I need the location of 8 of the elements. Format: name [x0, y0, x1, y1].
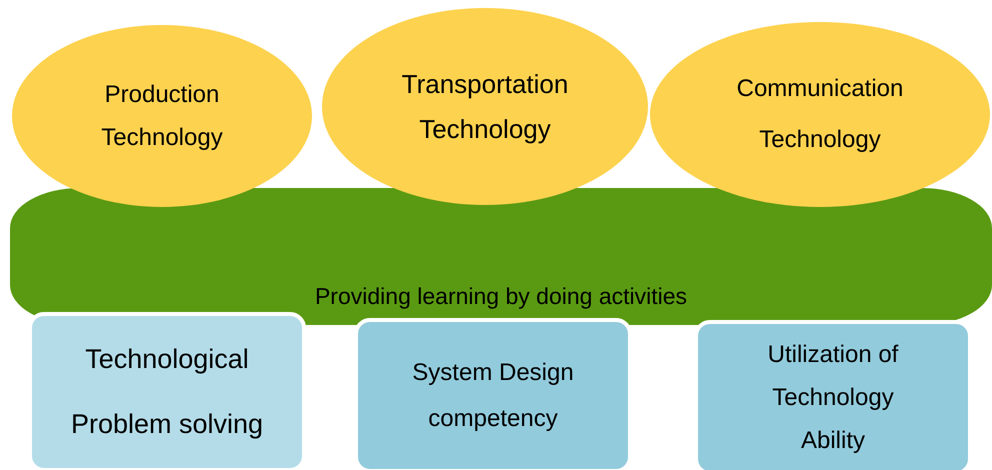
activity-band [10, 188, 992, 325]
node-label: Technological Problem solving [70, 343, 264, 441]
node-label: Transportation Technology [400, 68, 570, 146]
node-label: System Design competency [411, 358, 575, 434]
band-label: Providing learning by doing activities [314, 282, 688, 310]
node-label: Production Technology [100, 80, 224, 153]
node-label: Communication Technology [736, 74, 904, 154]
node-label: Utilization of Technology Ability [766, 340, 900, 456]
